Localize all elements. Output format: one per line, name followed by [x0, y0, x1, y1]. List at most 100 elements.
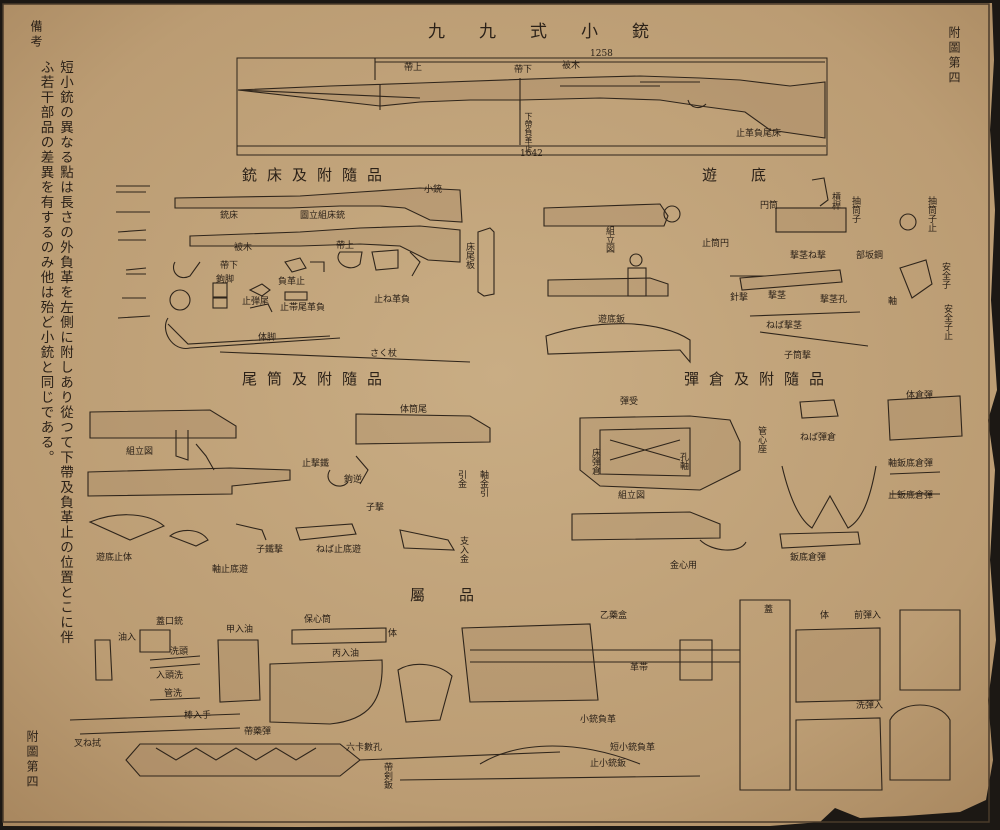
remarks-heading: 備考 — [29, 20, 43, 50]
rifle-label: 帶上 — [404, 63, 423, 73]
butt-plate — [477, 227, 495, 297]
part-label: 軸 — [888, 297, 898, 307]
part-label: 帶下 — [220, 261, 239, 271]
part-label: 引金 — [456, 470, 466, 488]
part-label: 前彈入 — [854, 611, 882, 621]
part-label: 帶藥彈 — [244, 727, 272, 737]
part-label: 小銃 — [424, 185, 443, 195]
part-label: 鉤逆 — [344, 475, 363, 485]
section-heading-receiver: 尾筒及附隨品 — [242, 370, 393, 388]
part-label: 遊底鈑 — [598, 315, 626, 325]
part-label: 油入 — [118, 633, 137, 643]
part-label: 圖立組床銃 — [300, 211, 346, 221]
part-label: 安全子 — [940, 262, 950, 289]
magazine-assembly — [579, 415, 741, 491]
part-label: 蓋口銃 — [156, 617, 184, 627]
part-label: 部坂鋼 — [856, 251, 884, 261]
part-label: 組立図 — [618, 491, 646, 501]
cartridge-belt — [125, 743, 361, 777]
part-label: 床彈倉 — [590, 448, 600, 475]
bolt-sleeve — [545, 323, 691, 364]
appendix-label-left: 附圖第四 — [25, 730, 39, 790]
part-label: ねば止底遊 — [316, 545, 362, 555]
part-label: 子鐵撃 — [256, 545, 284, 555]
part-label: 彈受 — [620, 397, 639, 407]
stock-rifle-2 — [189, 225, 461, 263]
part-label: 抽筒子 — [850, 196, 860, 223]
part-label: 止帯尾革負 — [280, 303, 326, 313]
part-label: 体倉彈 — [906, 391, 934, 401]
part-label: 小銃負革 — [580, 715, 617, 725]
rifle-label: 下帶負革止 — [524, 112, 533, 152]
rifle-label: 止革負尾床 — [736, 129, 782, 139]
part-label: 止撃鐵 — [302, 459, 330, 469]
part-label: 鈑底倉彈 — [790, 553, 827, 563]
part-label: 洗頭 — [170, 647, 189, 657]
part-label: 安全子止 — [942, 304, 952, 340]
part-label: 金心用 — [670, 561, 698, 571]
part-label: 軸鈑底倉彈 — [888, 459, 934, 469]
section-heading-accessories: 屬品 — [410, 586, 509, 604]
part-label: 六卡數孔 — [346, 743, 383, 753]
part-label: 甲入油 — [226, 625, 254, 635]
part-label: 止ね革負 — [374, 295, 411, 305]
part-label: 入頭洗 — [156, 671, 184, 681]
rifle-dimension-short: 1258 — [590, 49, 613, 59]
part-label: 止小銃鈑 — [590, 759, 627, 769]
part-label: 子撃 — [366, 503, 385, 513]
part-label: 孔軸 — [678, 452, 688, 470]
section-heading-magazine: 彈倉及附隨品 — [684, 370, 835, 388]
part-label: 銃床 — [220, 211, 239, 221]
section-heading-stock: 銃床及附隨品 — [242, 166, 393, 184]
part-label: 針撃 — [730, 293, 749, 303]
part-label: 体脚 — [258, 333, 277, 343]
part-label: 保心筒 — [304, 615, 332, 625]
part-label: 革帯 — [630, 663, 649, 673]
part-label: 組立図 — [126, 447, 154, 457]
part-label: 棒入手 — [184, 711, 212, 721]
part-label: 撃茎孔 — [820, 295, 848, 305]
rifle-label: 被木 — [562, 61, 581, 71]
remarks-text: 短小銃の異なる點は長さの外負革を左側に附しあり從つて下帶及負革止の位置とこに伴ふ… — [37, 60, 73, 645]
stock-rifle-1 — [174, 187, 463, 223]
part-label: 円筒 — [760, 201, 779, 211]
part-label: 体 — [820, 611, 830, 621]
bolt-assembly — [543, 203, 669, 227]
part-label: 止筒円 — [702, 239, 730, 249]
part-label: 鉤脚 — [216, 275, 235, 285]
part-label: 撃茎 — [768, 291, 787, 301]
part-label: 管洗 — [164, 689, 183, 699]
part-label: 管心座 — [756, 426, 766, 453]
part-label: 丙入油 — [332, 649, 360, 659]
receiver-2 — [87, 467, 291, 497]
rifle-top — [237, 75, 826, 139]
part-label: 帶剣鈑 — [382, 762, 392, 789]
part-label: 組立図 — [604, 226, 614, 253]
part-label: 帶上 — [336, 241, 355, 251]
rifle-label: 帶下 — [514, 65, 533, 75]
accessory-items-left — [94, 639, 113, 681]
part-label: 槓桿 — [830, 192, 840, 210]
part-label: 短小銃負革 — [610, 743, 656, 753]
part-label: 体筒尾 — [400, 405, 428, 415]
section-heading-bolt: 遊底 — [702, 166, 801, 184]
part-label: 軸金引 — [478, 470, 488, 497]
part-label: 抽筒子止 — [926, 196, 936, 232]
part-label: 体 — [388, 629, 398, 639]
receiver-1 — [89, 409, 237, 439]
part-label: ねば彈倉 — [800, 433, 837, 443]
part-label: 子筒撃 — [784, 351, 812, 361]
magazine-spring — [781, 465, 877, 529]
part-label: ねば撃茎 — [766, 321, 803, 331]
appendix-label-right: 附圖第四 — [947, 26, 961, 86]
part-label: さく杖 — [370, 349, 398, 359]
diagram-title: 九九式小銃 — [428, 22, 683, 42]
part-label: 撃茎ね撃 — [790, 251, 827, 261]
part-label: 軸止底遊 — [212, 565, 249, 575]
part-label: 蓋 — [764, 605, 774, 615]
part-label: 乙藥盒 — [600, 611, 628, 621]
rifle-dimension-long: 1642 — [520, 149, 543, 159]
paper — [3, 3, 997, 827]
part-label: 床尾板 — [464, 242, 474, 269]
